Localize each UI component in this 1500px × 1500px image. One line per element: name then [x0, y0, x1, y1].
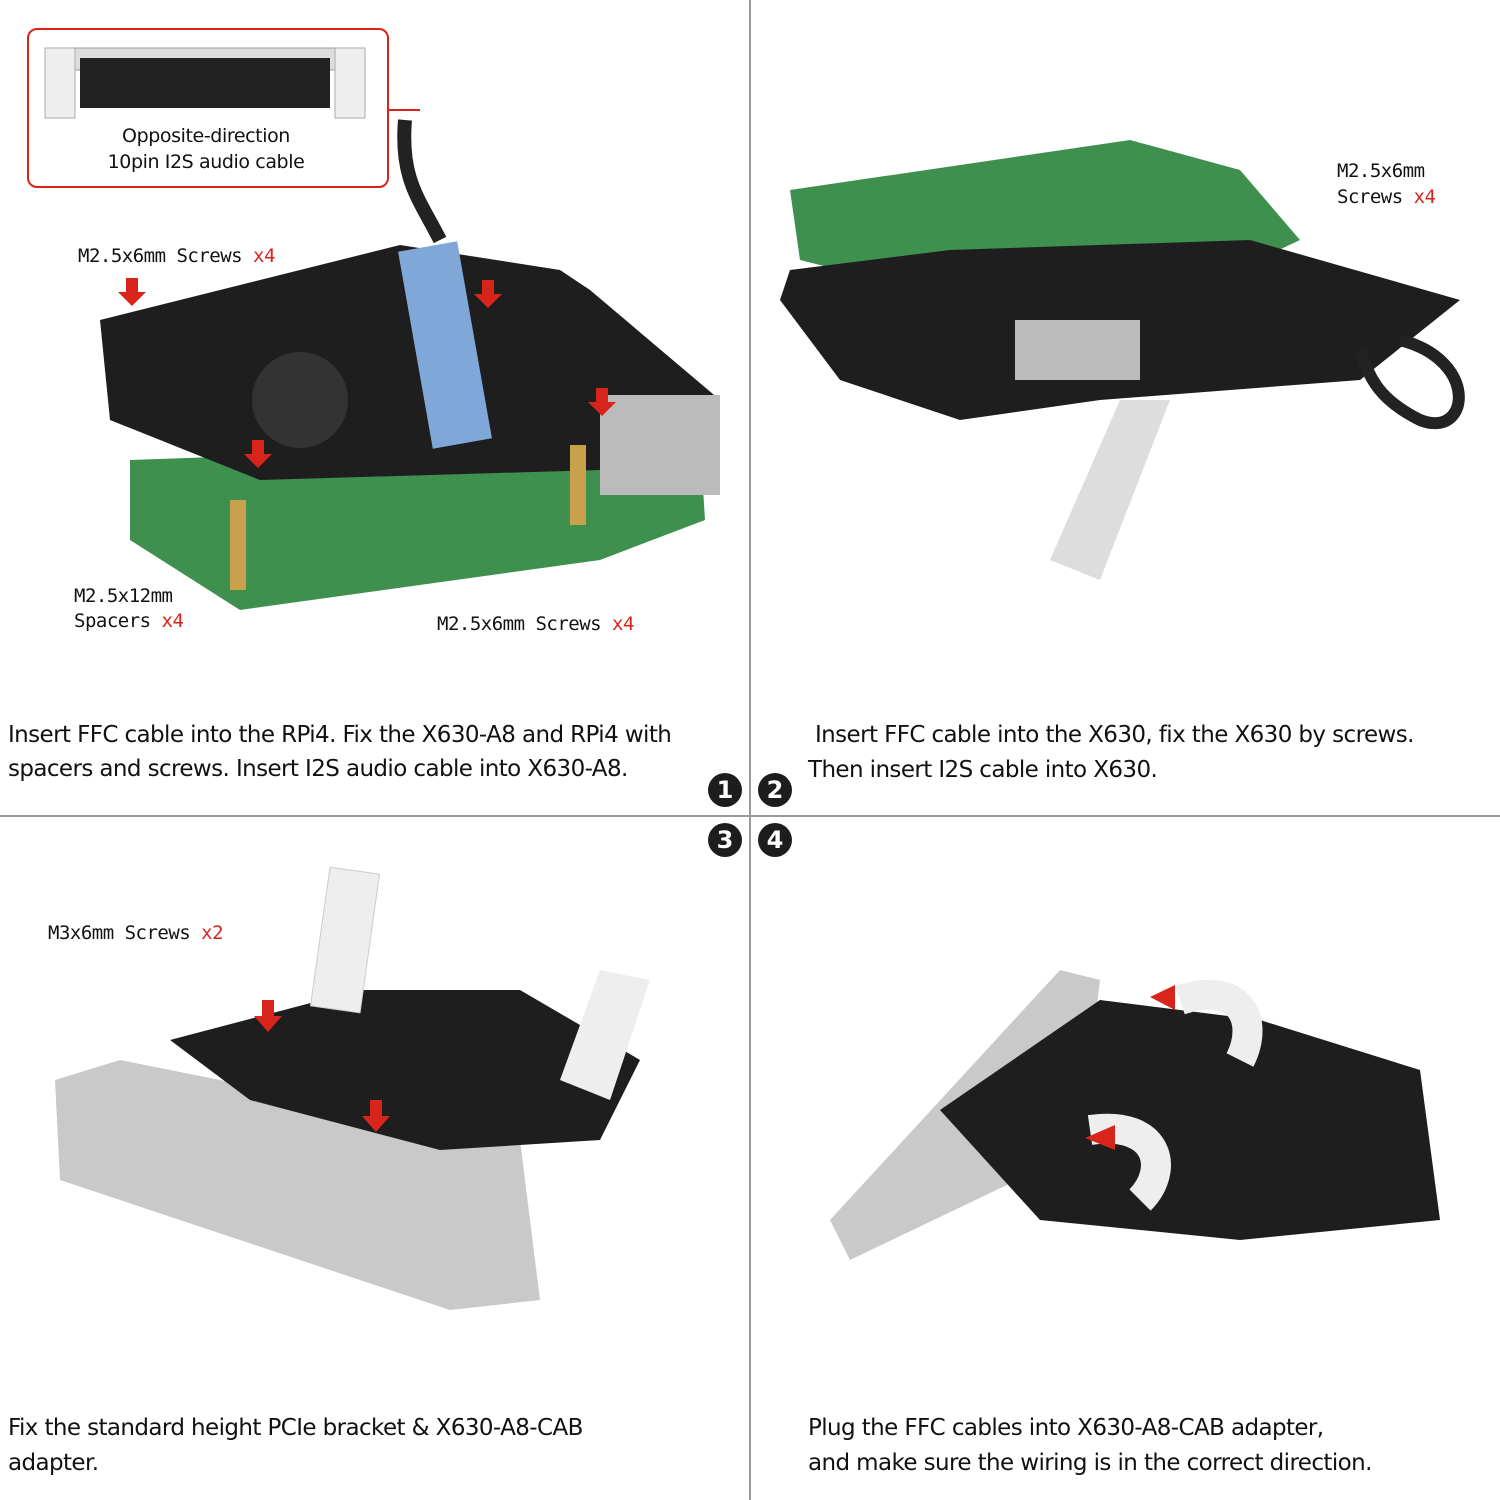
- adapter-board: [170, 990, 640, 1150]
- cable-callout-box: [27, 28, 389, 188]
- label-text: M3x6mm Screws: [48, 922, 191, 944]
- step-3-badge: 3: [708, 823, 742, 857]
- label-qty: x4: [1413, 186, 1436, 208]
- label-qty: x2: [201, 922, 224, 944]
- step-4-badge: 4: [758, 823, 792, 857]
- adapter-board-2: [940, 1000, 1440, 1240]
- step-2-caption-line-2: Then insert I2S cable into X630.: [808, 757, 1158, 783]
- step-2-caption-line-1: Insert FFC cable into the X630, fix the …: [815, 722, 1414, 748]
- arrow-icons: [118, 278, 616, 468]
- label-qty: x4: [612, 613, 634, 635]
- label-text: Spacers: [74, 610, 151, 632]
- audio-cable: [397, 119, 447, 244]
- label-spacers-size: M2.5x12mm: [74, 585, 173, 607]
- callout-line-2: 10pin I2S audio cable: [107, 151, 305, 173]
- label-m3-screws: M3x6mm Screws x2: [48, 921, 224, 946]
- label-text: Screws: [1337, 186, 1403, 208]
- step-4-caption-line-1: Plug the FFC cables into X630-A8-CAB ada…: [808, 1415, 1324, 1441]
- step-1-caption-line-1: Insert FFC cable into the RPi4. Fix the …: [8, 722, 672, 748]
- step-3-caption-line-1: Fix the standard height PCIe bracket & X…: [8, 1415, 583, 1441]
- label-text: M2.5x6mm Screws: [437, 613, 602, 635]
- label-top-screws: M2.5x6mm Screws x4: [78, 244, 275, 269]
- ffc-cable: [398, 241, 492, 449]
- label-bottom-screws: M2.5x6mm Screws x4: [437, 612, 634, 637]
- horizontal-divider: [0, 815, 1500, 817]
- vertical-divider: [749, 0, 751, 1500]
- rpi4-board: [130, 440, 705, 610]
- x630-board: [100, 245, 720, 480]
- label-qty: x4: [253, 245, 275, 267]
- step-1-caption-line-2: spacers and screws. Insert I2S audio cab…: [8, 756, 628, 782]
- step-2-badge: 2: [758, 773, 792, 807]
- label-qty: x4: [161, 610, 184, 632]
- label-screws: Screws x4: [1337, 185, 1436, 210]
- label-text: M2.5x6mm Screws: [78, 245, 243, 267]
- label-screws-size: M2.5x6mm: [1337, 160, 1425, 182]
- callout-line-1: Opposite-direction: [122, 125, 290, 147]
- label-spacers: Spacers x4: [74, 609, 184, 634]
- step-4-caption-line-2: and make sure the wiring is in the corre…: [808, 1450, 1372, 1476]
- ffc-cable-2: [1050, 400, 1170, 580]
- step-3-caption-line-2: adapter.: [8, 1450, 99, 1476]
- cable-illustration: [44, 47, 366, 119]
- step-1-badge: 1: [708, 773, 742, 807]
